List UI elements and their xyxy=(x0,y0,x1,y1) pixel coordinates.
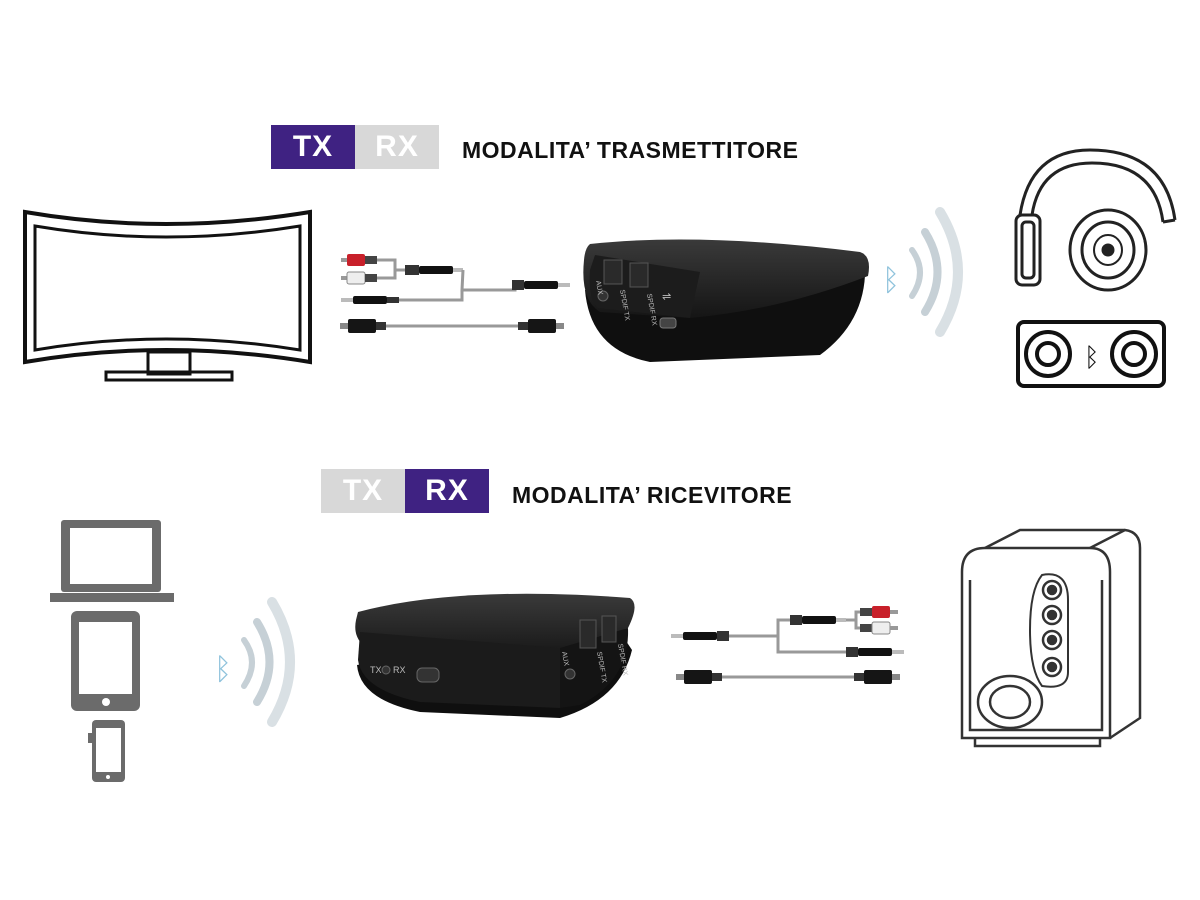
tx-segment-active: TX xyxy=(271,125,355,169)
optical-plug-icon xyxy=(518,319,564,333)
signal-waves-icon xyxy=(241,597,295,727)
bookshelf-speaker-icon xyxy=(960,528,1142,748)
rx-segment-active: RX xyxy=(405,469,489,513)
rx-switch-label: RX xyxy=(393,665,406,675)
bluetooth-signal-receiver: ᛒ xyxy=(214,597,295,727)
headphones-icon xyxy=(1014,148,1177,292)
cable-group-receiver xyxy=(671,606,904,684)
rca-red-plug-icon xyxy=(860,606,898,618)
aux-port-label: AUX xyxy=(594,280,603,296)
jack-plug-icon xyxy=(671,631,729,641)
rca-white-plug-icon xyxy=(860,621,898,635)
rca-red-plug-icon xyxy=(341,254,377,266)
aux-port-label: AUX xyxy=(560,651,569,667)
laptop-icon xyxy=(50,520,174,602)
jack-plug-icon xyxy=(846,647,904,657)
jack-plug-icon xyxy=(512,280,570,290)
optical-plug-icon xyxy=(340,319,386,333)
tv-icon xyxy=(23,209,312,382)
bluetooth-icon: ᛒ xyxy=(882,264,900,297)
tx-switch-label: TX xyxy=(370,665,382,675)
jack-plug-icon xyxy=(341,296,399,304)
bluetooth-icon: ᛒ xyxy=(214,653,232,686)
tablet-icon xyxy=(71,611,140,711)
receiver-mode-title: MODALITA’ RICEVITORE xyxy=(512,482,793,508)
jack-plug-icon xyxy=(790,615,846,625)
bluetooth-transceiver-device: AUX SPDIF TX SPDIF RX ⇌ xyxy=(583,239,869,362)
bluetooth-signal-transmitter: ᛒ xyxy=(882,207,963,337)
rca-white-plug-icon xyxy=(341,271,377,285)
mode-toggle-receiver: TX RX xyxy=(321,469,489,513)
tx-segment-inactive: TX xyxy=(321,469,405,513)
phone-icon xyxy=(88,720,125,782)
cable-group-transmitter xyxy=(340,254,570,333)
jack-plug-icon xyxy=(405,265,463,275)
bluetooth-speaker-icon: ᛒ xyxy=(1016,320,1166,388)
usb-icon: ⇌ xyxy=(662,291,671,303)
transmitter-mode-title: MODALITA’ TRASMETTITORE xyxy=(462,137,799,163)
signal-waves-icon xyxy=(909,207,963,337)
rx-segment-inactive: RX xyxy=(355,125,439,169)
mode-toggle-transmitter: TX RX xyxy=(271,125,439,169)
optical-plug-icon xyxy=(854,670,900,684)
optical-plug-icon xyxy=(676,670,722,684)
svg-text:ᛒ: ᛒ xyxy=(1084,342,1100,372)
bluetooth-transceiver-device: TX RX AUX SPDIF TX SPDIF RX xyxy=(355,593,635,718)
